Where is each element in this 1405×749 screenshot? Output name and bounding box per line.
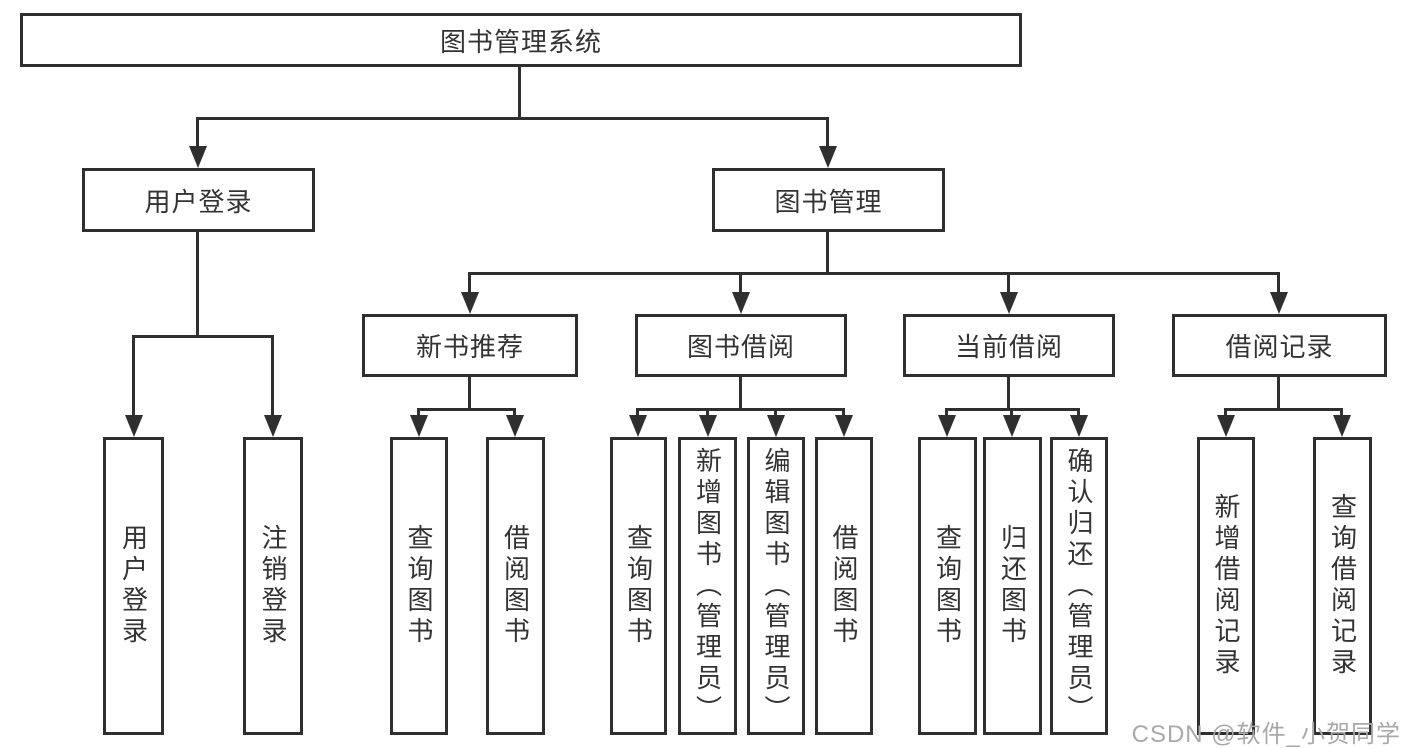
connector-line: [739, 377, 742, 409]
node-current-borrow: 当前借阅: [903, 314, 1115, 377]
leaf-return-books: 归还图书: [983, 437, 1042, 735]
node-label: 注销登录: [258, 524, 288, 648]
node-label: 查询图书: [404, 524, 434, 648]
connector-line: [826, 232, 829, 273]
connector-line: [739, 272, 742, 295]
arrow-down-icon: [767, 415, 785, 437]
node-label: 归还图书: [997, 524, 1028, 648]
node-label: 图书管理: [774, 186, 883, 217]
node-book-borrow: 图书借阅: [635, 314, 847, 377]
connector-line: [1010, 408, 1013, 418]
arrow-down-icon: [264, 415, 282, 437]
arrow-down-icon: [835, 415, 853, 437]
connector-line: [1224, 408, 1227, 418]
connector-line: [1077, 408, 1080, 418]
watermark: CSDN @软件_小贺同学: [1131, 721, 1401, 748]
connector-line: [636, 408, 639, 418]
connector-line: [513, 408, 516, 418]
node-label: 新增图书（管理员）: [692, 446, 723, 726]
arrow-down-icon: [1217, 415, 1235, 437]
node-label: 借阅图书: [829, 524, 859, 648]
leaf-query-books-recommend: 查询图书: [390, 437, 448, 735]
node-book-management: 图书管理: [712, 168, 945, 232]
arrow-down-icon: [699, 415, 717, 437]
connector-line: [518, 67, 521, 118]
node-label: 图书管理系统: [439, 26, 602, 57]
node-borrow-records: 借阅记录: [1172, 314, 1387, 377]
arrow-down-icon: [461, 292, 479, 314]
connector-line: [271, 335, 274, 417]
arrow-down-icon: [629, 415, 647, 437]
arrow-down-icon: [189, 146, 207, 168]
connector-line: [774, 408, 777, 418]
node-label: 当前借阅: [954, 332, 1063, 362]
node-label: 查询借阅记录: [1327, 493, 1358, 679]
arrow-down-icon: [1270, 292, 1288, 314]
node-label: 确认归还（管理员）: [1064, 446, 1094, 726]
arrow-down-icon: [732, 292, 750, 314]
node-label: 新增借阅记录: [1211, 493, 1241, 679]
connector-line: [132, 335, 135, 417]
arrow-down-icon: [1000, 292, 1018, 314]
node-user-login: 用户登录: [82, 168, 315, 232]
node-label: 用户登录: [144, 186, 253, 217]
connector-line: [826, 117, 829, 148]
connector-line: [1007, 377, 1010, 409]
node-label: 借阅图书: [500, 524, 531, 648]
connector-line: [196, 117, 199, 148]
node-label: 图书借阅: [686, 332, 795, 362]
leaf-confirm-return-admin: 确认归还（管理员）: [1050, 437, 1108, 735]
leaf-logout: 注销登录: [243, 437, 303, 735]
leaf-user-login: 用户登录: [103, 437, 164, 735]
node-new-book-recommend: 新书推荐: [362, 314, 578, 377]
connector-line: [132, 335, 274, 338]
arrow-down-icon: [506, 415, 524, 437]
leaf-add-borrow-record: 新增借阅记录: [1197, 437, 1255, 735]
node-label: 借阅记录: [1225, 332, 1334, 362]
connector-line: [1277, 272, 1280, 295]
leaf-query-books-current: 查询图书: [918, 437, 977, 735]
connector-line: [196, 117, 829, 120]
connector-line: [1224, 408, 1343, 411]
leaf-query-borrow-record: 查询借阅记录: [1313, 437, 1372, 735]
connector-line: [1277, 377, 1280, 409]
arrow-down-icon: [1003, 415, 1021, 437]
node-label: 查询图书: [623, 524, 654, 648]
connector-line: [196, 232, 199, 336]
connector-line: [945, 408, 948, 418]
connector-line: [636, 408, 845, 411]
leaf-query-books-borrow: 查询图书: [610, 437, 667, 735]
node-label: 查询图书: [932, 524, 963, 648]
leaf-borrow-books: 借阅图书: [815, 437, 873, 735]
node-label: 新书推荐: [415, 332, 524, 362]
connector-line: [842, 408, 845, 418]
leaf-borrow-books-recommend: 借阅图书: [486, 437, 545, 735]
arrow-down-icon: [1333, 415, 1351, 437]
arrow-down-icon: [410, 415, 428, 437]
connector-line: [417, 408, 516, 411]
connector-line: [468, 272, 1280, 275]
node-label: 用户登录: [118, 524, 149, 648]
node-label: 编辑图书（管理员）: [761, 446, 791, 726]
node-library-system: 图书管理系统: [20, 13, 1022, 67]
arrow-down-icon: [819, 146, 837, 168]
leaf-add-books-admin: 新增图书（管理员）: [678, 437, 737, 735]
connector-line: [1340, 408, 1343, 418]
arrow-down-icon: [125, 415, 143, 437]
connector-line: [417, 408, 420, 418]
arrow-down-icon: [1070, 415, 1088, 437]
arrow-down-icon: [938, 415, 956, 437]
connector-line: [468, 377, 471, 409]
connector-line: [468, 272, 471, 295]
connector-line: [706, 408, 709, 418]
connector-line: [1007, 272, 1010, 295]
leaf-edit-books-admin: 编辑图书（管理员）: [747, 437, 805, 735]
